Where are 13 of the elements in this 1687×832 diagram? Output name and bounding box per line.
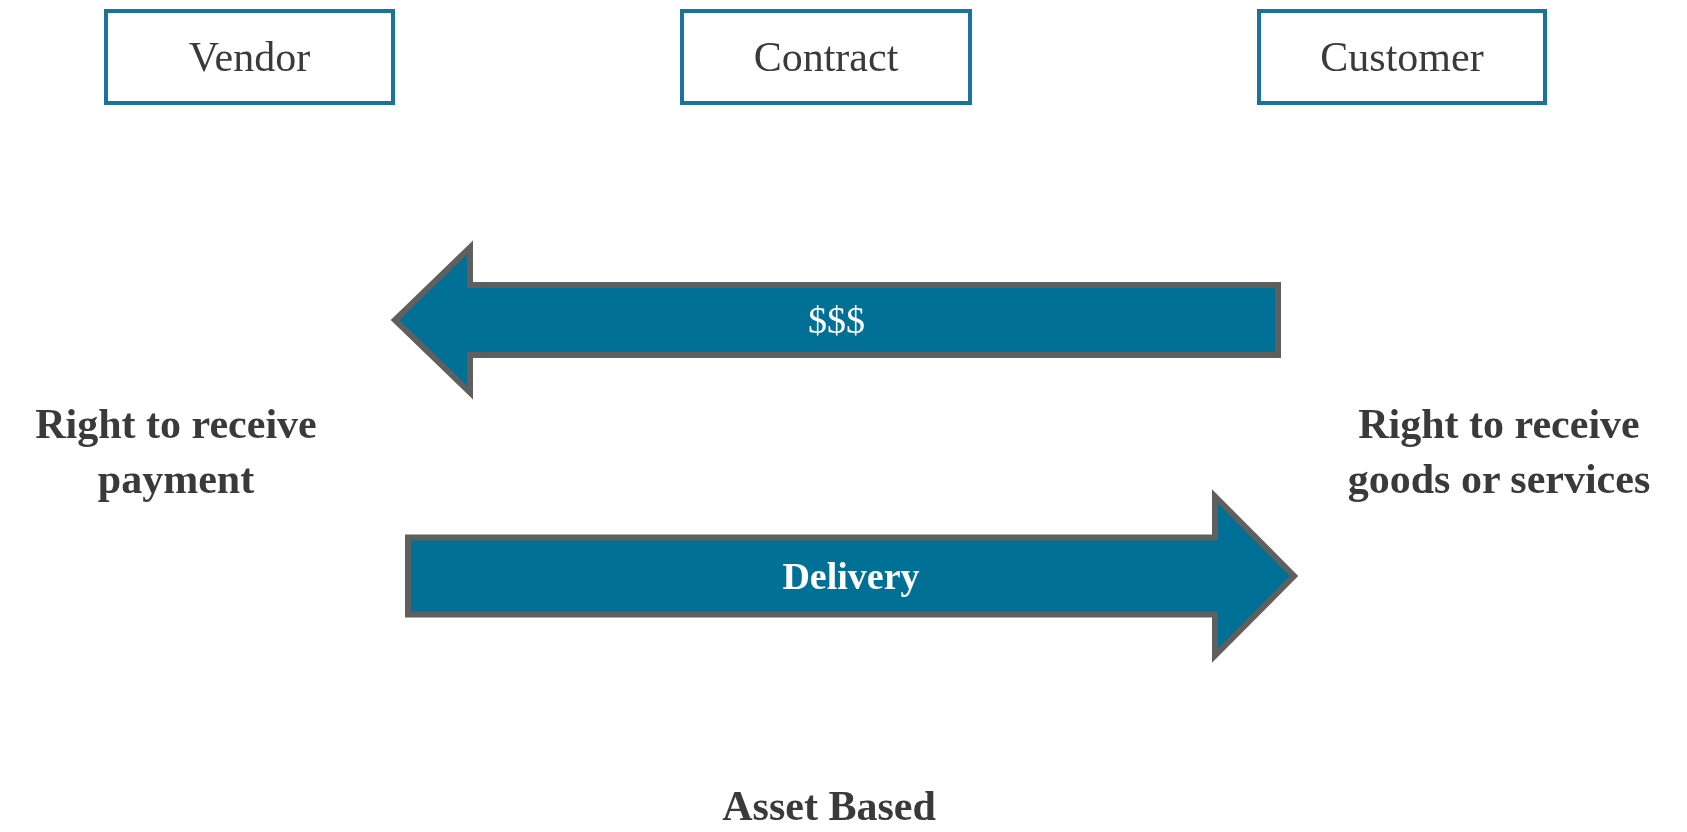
edge-label: $$$ xyxy=(808,298,865,342)
right-text: Right to receive goods or services xyxy=(1346,400,1652,504)
right-text: Right to receive payment xyxy=(34,400,318,504)
box-label: Contract xyxy=(753,33,899,81)
caption-text: Asset Based xyxy=(722,782,936,830)
box-label: Vendor xyxy=(188,33,311,81)
entity-box xyxy=(680,9,972,105)
block-arrow xyxy=(405,489,1299,663)
edge-label: Delivery xyxy=(782,554,920,598)
entity-box xyxy=(1257,9,1547,105)
entity-box xyxy=(104,9,395,105)
block-arrow xyxy=(390,240,1281,400)
box-label: Customer xyxy=(1320,33,1484,81)
